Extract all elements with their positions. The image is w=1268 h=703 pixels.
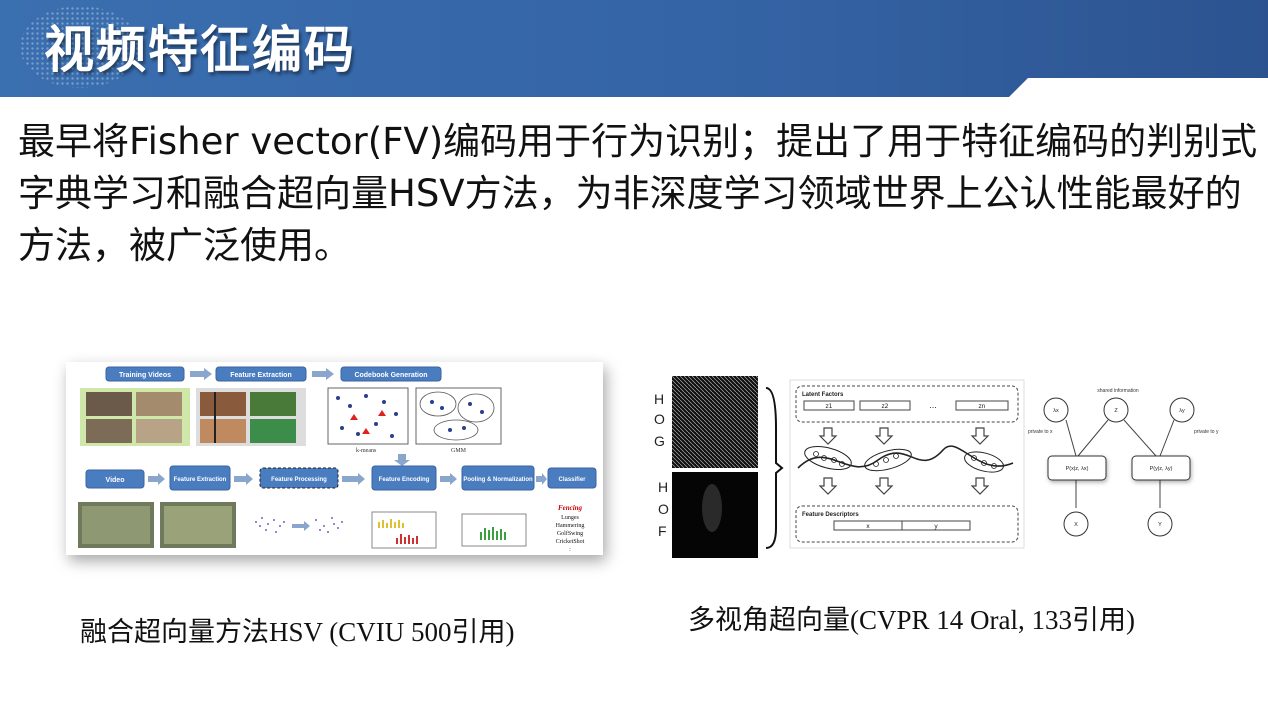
node-lambda-x: λx <box>1053 408 1059 414</box>
box-classifier: Classifier <box>558 477 586 483</box>
hog-letter-h: H <box>654 391 664 407</box>
latent-zn: zn <box>979 403 986 410</box>
class-fencing: Fencing <box>558 504 583 512</box>
hog-image <box>672 376 758 468</box>
feature-descriptors-label: Feature Descriptors <box>802 512 859 518</box>
node-lambda-y: λy <box>1179 408 1185 414</box>
body-paragraph: 最早将Fisher vector(FV)编码用于行为识别；提出了用于特征编码的判… <box>18 120 1258 267</box>
descriptor-x: x <box>866 523 870 530</box>
label-kmeans: k-means <box>356 448 377 454</box>
hog-letter-o: O <box>654 411 665 427</box>
caption-multiview: 多视角超向量(CVPR 14 Oral, 133引用) <box>688 605 1135 635</box>
class-ellipsis: : <box>569 547 571 553</box>
descriptor-y: y <box>934 523 938 530</box>
label-gmm: GMM <box>451 448 467 454</box>
header-banner: 视频特征编码 <box>0 0 1268 97</box>
header-corner-decoration <box>1008 78 1268 98</box>
box-feature-extraction: Feature Extraction <box>174 477 227 483</box>
node-y: Y <box>1158 522 1162 528</box>
private-x-label: private to x <box>1028 429 1053 435</box>
node-py: P(y|z, λy) <box>1150 466 1173 472</box>
box-codebook-generation: Codebook Generation <box>354 372 427 379</box>
box-feature-extraction-top: Feature Extraction <box>230 372 291 379</box>
box-video: Video <box>106 477 125 484</box>
hsv-pipeline-figure: Training Videos Feature Extraction Codeb… <box>66 362 603 555</box>
multiview-supervector-figure: H O G H O F Latent Factors z1 z2 ... zn <box>648 368 1228 568</box>
class-golfswing: GolfSwing <box>557 530 583 537</box>
hof-letter-h: H <box>658 479 668 495</box>
box-feature-processing: Feature Processing <box>271 477 327 483</box>
caption-hsv: 融合超向量方法HSV (CVIU 500引用) <box>80 617 515 647</box>
latent-z1: z1 <box>826 403 833 410</box>
class-lunges: Lunges <box>561 515 579 521</box>
hof-letter-o: O <box>658 501 669 517</box>
slide-title: 视频特征编码 <box>44 21 356 79</box>
box-training-videos: Training Videos <box>119 372 171 379</box>
class-cricketshot: CricketShot <box>556 539 585 545</box>
latent-z2: z2 <box>882 403 889 410</box>
private-y-label: private to y <box>1194 429 1219 435</box>
shared-info-label: shared information <box>1097 388 1139 394</box>
node-z: Z <box>1114 408 1118 414</box>
node-x: X <box>1074 522 1078 528</box>
hof-letter-f: F <box>658 523 667 539</box>
dot-pattern-decoration <box>20 6 140 88</box>
class-hammering: Hammering <box>556 523 585 529</box>
box-pooling-normalization: Pooling & Normalization <box>463 477 533 483</box>
hog-letter-g: G <box>654 433 665 449</box>
latent-factors-label: Latent Factors <box>802 392 844 398</box>
latent-ellipsis: ... <box>929 401 937 410</box>
node-px: P(x|z, λx) <box>1066 466 1089 472</box>
box-feature-encoding: Feature Encoding <box>379 477 430 483</box>
